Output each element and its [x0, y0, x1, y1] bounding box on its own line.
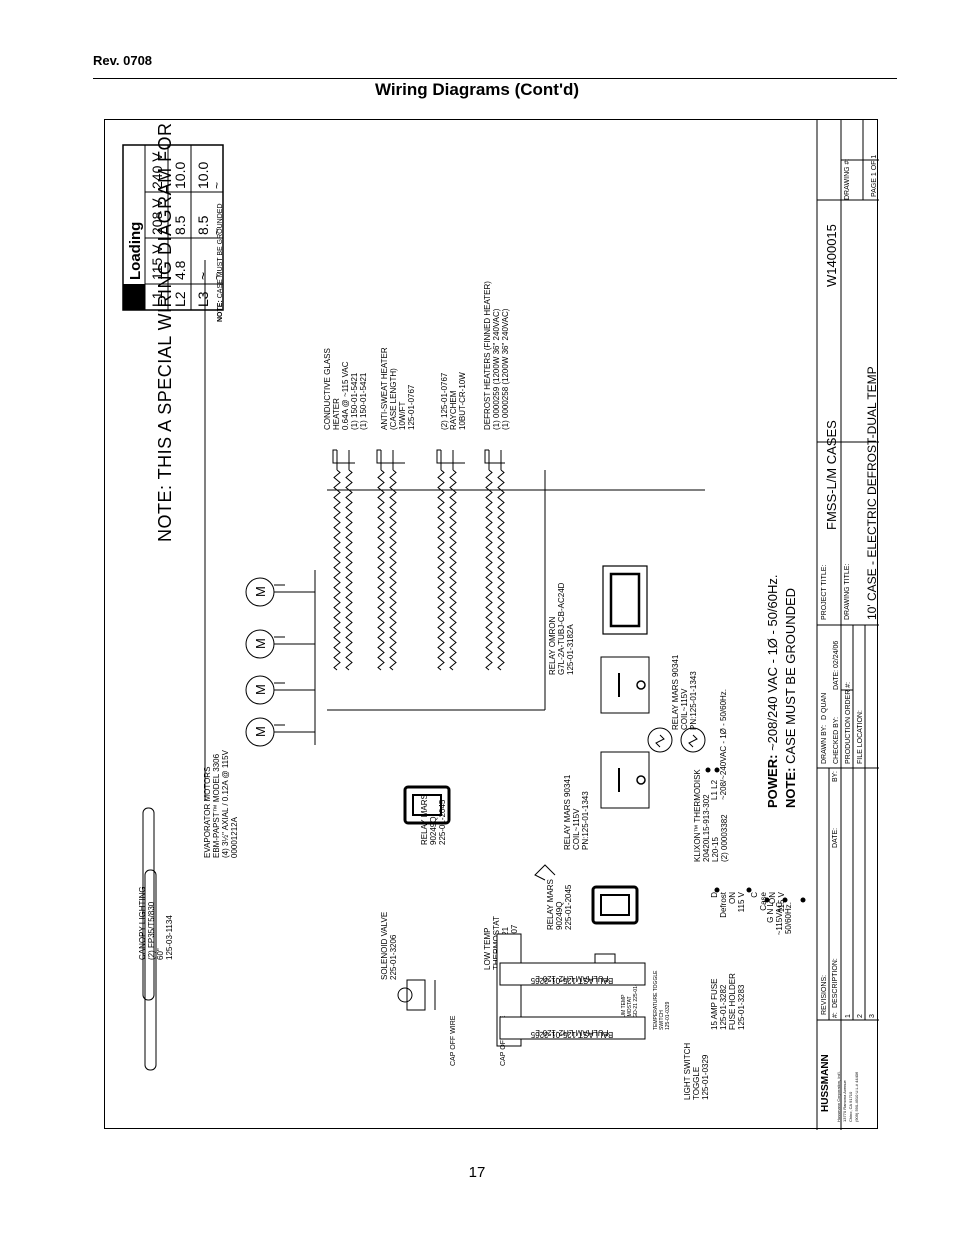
title-block: REVISIONS: #: DESCRIPTION: DATE: BY: 1 2…	[816, 120, 879, 1130]
relay-mars-c	[600, 656, 650, 714]
label-conductive-glass: CONDUCTIVE GLASSHEATER0.64A @ ~115 VAC(1…	[323, 348, 368, 430]
label-evap-motors: EVAPORATOR MOTORSEBM-PAPST™ MODEL 3306(4…	[203, 749, 239, 858]
loading-title: Loading	[127, 222, 144, 280]
tb-by: BY:	[832, 771, 839, 782]
label-relay-mars-d: RELAY MARS90249Q225-01-2045	[546, 879, 573, 930]
tb-rev-number: 1	[845, 1014, 852, 1018]
loading-col-240: 240 V	[149, 152, 165, 189]
tb-date: DATE:	[832, 828, 839, 848]
loading-cell: 8.5	[172, 215, 188, 235]
label-light-switch: LIGHT SWITCHTOGGLE125-01-0329	[683, 1043, 710, 1100]
label-relay-mars-c: RELAY MARS 90341COIL~115VPN:125-01-1343	[671, 654, 698, 730]
loading-row-label: L3	[195, 291, 211, 307]
loading-cell: ~	[195, 272, 211, 280]
label-defrost-on: DDefrostON115 V	[710, 891, 746, 918]
label-anti-sweat: ANTI-SWEAT HEATER(CASE LENGTH)10W/FT125-…	[380, 347, 416, 430]
motor-m: M	[253, 586, 268, 597]
solenoid-valve	[397, 979, 436, 1011]
loading-cell: ~	[210, 182, 224, 189]
wiring-diagram: NOTE: THIS A SPECIAL WIRING DIAGRAM FOR …	[122, 0, 879, 1130]
klixon-thermodisks	[647, 727, 706, 753]
tb-drawn-by-name: D QUAN	[821, 693, 828, 720]
loading-col-115: 115 V	[149, 244, 165, 280]
loading-table: Loading 115 V 208 V 240 V L1 L2 L3 4.8 8…	[122, 144, 224, 323]
ballast-label: BALLAST 125-01-3265	[530, 976, 613, 985]
ballast-box	[499, 962, 646, 986]
loading-cell: ~	[210, 273, 224, 280]
loading-cell: 10.0	[195, 162, 211, 189]
evaporator-motors	[245, 570, 316, 747]
ballast-label: FULHAM LH2-120-L	[535, 1028, 608, 1037]
supply-terminals	[705, 767, 806, 903]
special-note: NOTE: THIS A SPECIAL WIRING DIAGRAM FOR …	[155, 120, 175, 542]
ballast-label: FULHAM LH2-120-L	[535, 974, 608, 983]
tb-project-title: FMSS-L/M CASES	[824, 420, 839, 530]
section-title: Wiring Diagrams (Cont'd)	[374, 80, 580, 99]
tb-file-location: FILE LOCATION:	[857, 710, 864, 764]
label-l1-l2: L1 L2~208/~240VAC - 1Ø - 50/60Hz.	[710, 689, 728, 800]
tb-rev-number: 2	[857, 1014, 864, 1018]
tb-drawing-title: 10' CASE - ELECTRIC DEFROST-DUAL TEMP	[865, 366, 879, 620]
tb-rev-number: 3	[869, 1014, 876, 1018]
loading-cell: ~	[210, 228, 224, 235]
label-solenoid: SOLENOID VALVE225-01-3206	[380, 912, 398, 980]
tb-hash: #:	[832, 1012, 839, 1018]
label-cap-off-wire: CAP OFF WIRE	[450, 1015, 457, 1066]
label-cap-off-wire: CAP OFF WIRE	[500, 1015, 507, 1066]
tb-drawing-no: W1400015	[824, 224, 839, 287]
motor-m: M	[253, 638, 268, 649]
tb-company: Hussmann Corporation, Int'l.13770 Ramona…	[836, 1071, 859, 1122]
canopy-lights	[144, 869, 157, 1071]
label-raychem: (2) 125-01-0767RAYCHEM10BUT-CR-10W	[440, 372, 467, 430]
tb-revisions: REVISIONS:	[821, 975, 828, 1015]
heater-elements	[327, 449, 705, 711]
tb-drawn-by: DRAWN BY:	[821, 725, 828, 764]
loading-cell: 8.5	[195, 215, 211, 235]
revision-label: Rev. 0708	[93, 53, 153, 68]
loading-row-label: L2	[172, 291, 188, 307]
tb-project-title-label: PROJECT TITLE:	[821, 565, 828, 620]
relay-mars-b	[600, 751, 650, 809]
label-klixon: KLIXON™ THERMODISK20420L15-913-302L20-15…	[693, 769, 729, 862]
page-number: 17	[468, 1164, 486, 1181]
label-gnl: G N L~115VAC50/60Hz.	[766, 901, 793, 935]
label-relay-mars-a: RELAY MARS90249Q225-01-2045	[420, 794, 447, 845]
tb-checked-by: CHECKED BY:	[833, 717, 840, 764]
ballast-labels: FULHAM LH2-120-L BALLAST 125-01-3265 FUL…	[530, 974, 613, 1039]
label-defrost-heaters: DEFROST HEATERS (FINNED HEATER)(1) 00002…	[483, 281, 510, 430]
motor-m: M	[253, 726, 268, 737]
loading-cell: 4.8	[172, 260, 188, 280]
label-relay-mars-b: RELAY MARS 90341COIL~115VPN:125-01-1343	[563, 774, 590, 850]
loading-col-208: 208 V	[149, 198, 165, 235]
tb-logo: HUSSMANN	[820, 1054, 831, 1112]
tb-production-order: PRODUCTION ORDER #:	[845, 682, 852, 764]
power-spec: POWER: ~208/240 VAC - 1Ø - 50/60Hz.	[765, 574, 780, 808]
label-medium-temp: MEDIUM TEMPTHERMOSTATA19AGD-21 225-01-07…	[621, 973, 639, 1030]
tb-date-value: DATE: 02/24/06	[833, 641, 840, 690]
relay-mars-d	[591, 885, 639, 925]
label-temp-toggle: TEMPERATURE TOGGLESWITCH125-01-0329	[653, 970, 671, 1030]
motor-m: M	[253, 684, 268, 695]
ground-note: NOTE: CASE MUST BE GROUNDED	[783, 588, 798, 808]
ballast-label: BALLAST 125-01-3265	[530, 1030, 613, 1039]
label-relay-omron: RELAY OMRONG7L-2A-TUBJ-CB-AC24D125-01-31…	[548, 582, 575, 675]
ballast-box	[499, 1016, 646, 1040]
label-fuse: 15 AMP FUSE125-01-3282FUSE HOLDER125-01-…	[710, 973, 746, 1030]
tb-drawing-title-label: DRAWING TITLE:	[844, 564, 851, 620]
loading-note: NOTE: CASE MUST BE GROUNDED	[217, 204, 224, 323]
relay-omron	[602, 565, 648, 635]
diagram-frame: NOTE: THIS A SPECIAL WIRING DIAGRAM FOR …	[104, 0, 879, 1130]
tb-drawing-no-label: DRAWING #:	[844, 159, 851, 200]
loading-cell: 10.0	[172, 162, 188, 189]
tb-page: PAGE 1 OF 1	[871, 155, 878, 197]
header-rule	[93, 78, 897, 79]
label-case-on: CCaseON115 V	[750, 891, 786, 912]
loading-row-label: L1	[149, 291, 165, 307]
tb-description: DESCRIPTION:	[832, 958, 839, 1008]
canopy-tube	[142, 807, 155, 1001]
